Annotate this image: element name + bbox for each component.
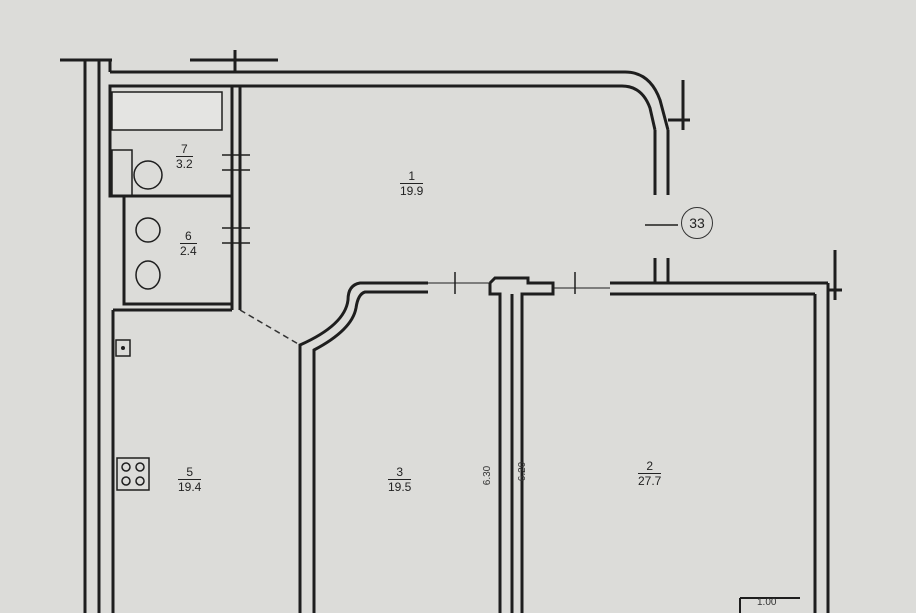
room-5-label: 5 19.4 bbox=[178, 466, 202, 494]
room-area: 19.5 bbox=[388, 480, 412, 494]
room-number: 6 bbox=[180, 230, 197, 244]
wall-dimension-left: 6.30 bbox=[482, 465, 494, 486]
room-2-label: 2 27.7 bbox=[638, 460, 662, 488]
socket-icon bbox=[115, 339, 131, 357]
stove-icon bbox=[116, 457, 150, 491]
room-number: 3 bbox=[388, 466, 412, 480]
room-area: 2.4 bbox=[180, 244, 197, 258]
room-area: 19.9 bbox=[400, 184, 424, 198]
room-number: 7 bbox=[176, 143, 193, 157]
room-7-label: 7 3.2 bbox=[176, 143, 193, 171]
room-6-label: 6 2.4 bbox=[180, 230, 197, 258]
room-1-label: 1 19.9 bbox=[400, 170, 424, 198]
room-number: 5 bbox=[178, 466, 202, 480]
bottom-dimension: 1.00 bbox=[757, 597, 777, 608]
room-area: 27.7 bbox=[638, 474, 662, 488]
room-area: 19.4 bbox=[178, 480, 202, 494]
interior-walls bbox=[111, 250, 842, 613]
axis-marker: 33 bbox=[681, 207, 713, 239]
room-area: 3.2 bbox=[176, 157, 193, 171]
room-number: 1 bbox=[400, 170, 424, 184]
room-3-label: 3 19.5 bbox=[388, 466, 412, 494]
bathroom-walls bbox=[108, 84, 242, 310]
door-ticks bbox=[222, 154, 678, 294]
room-number: 2 bbox=[638, 460, 662, 474]
wall-dimension-right: 6.20 bbox=[517, 461, 529, 482]
dashed-opening bbox=[239, 309, 301, 346]
exterior-walls bbox=[60, 50, 690, 613]
